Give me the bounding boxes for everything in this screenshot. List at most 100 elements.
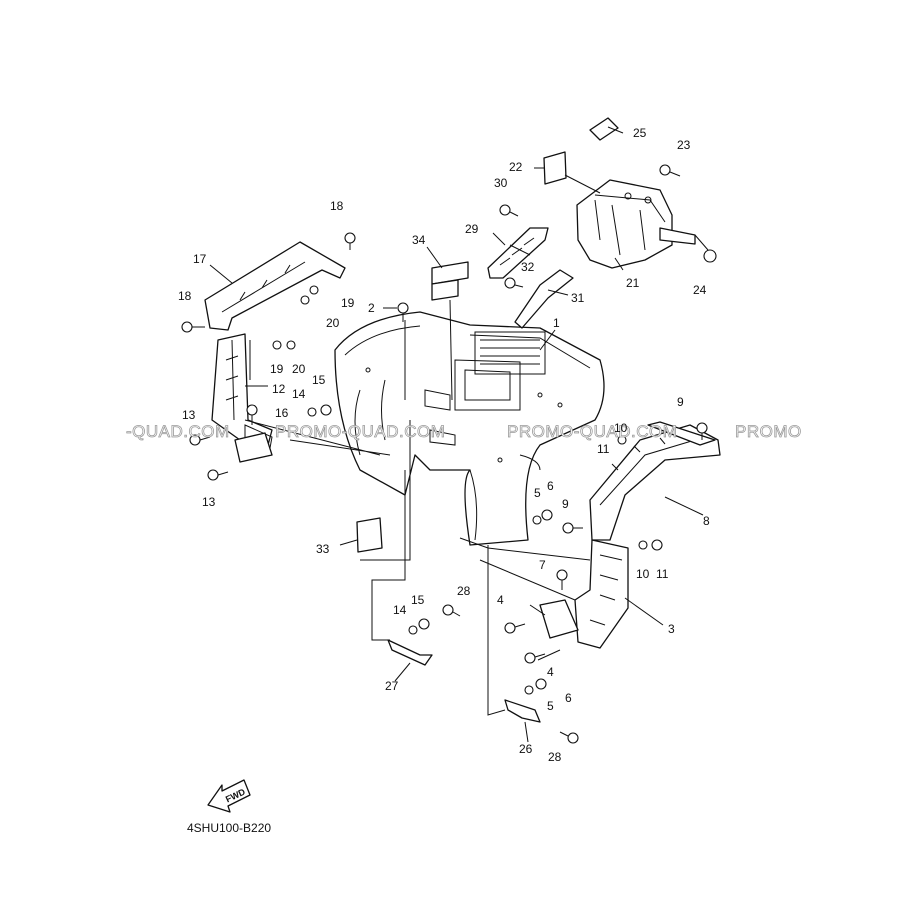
callout-25: 25 [633, 126, 647, 140]
callout-29: 29 [465, 222, 479, 236]
nut-6-b [535, 678, 547, 690]
callout-20b: 20 [292, 362, 306, 376]
callout-32: 32 [521, 260, 535, 274]
callout-8: 8 [703, 514, 710, 528]
bolt-13-a [189, 434, 211, 446]
callout-15a: 15 [312, 373, 326, 387]
bolt-23 [659, 164, 681, 177]
watermark-2: PROMO-QUAD.COM [275, 422, 445, 441]
callout-4a: 4 [497, 593, 504, 607]
bolt-28-b [559, 731, 579, 744]
assembly-lines [244, 174, 709, 716]
callout-numbers: 1 2 3 4 4 5 5 6 6 7 8 9 9 10 10 11 11 12… [178, 126, 710, 764]
callout-11a: 11 [597, 442, 610, 456]
callout-34: 34 [412, 233, 426, 247]
callout-2: 2 [368, 301, 375, 315]
nut-20 [286, 340, 296, 350]
callout-3: 3 [668, 622, 675, 636]
callout-14a: 14 [292, 387, 306, 401]
callout-13a: 13 [182, 408, 196, 422]
washer-14 [408, 625, 418, 635]
bolt-4-a [504, 622, 526, 634]
callout-31: 31 [571, 291, 585, 305]
callout-14b: 14 [393, 603, 407, 617]
rear-fender-part-1 [334, 311, 605, 546]
callout-7: 7 [539, 558, 546, 572]
bracket-part-29 [487, 227, 549, 279]
washer-10 [638, 540, 648, 550]
callout-28a: 28 [457, 584, 471, 598]
callout-23: 23 [677, 138, 691, 152]
nut-11 [651, 539, 663, 551]
callout-4b: 4 [547, 665, 554, 679]
label-part-33 [356, 517, 383, 553]
bolt-2 [397, 302, 409, 322]
bolt-30 [499, 204, 519, 217]
bolt-18-left [181, 321, 205, 333]
nut-11-top [617, 435, 627, 445]
watermark-1: -QUAD.COM [126, 422, 230, 441]
washer-5 [532, 515, 542, 525]
left-mud-flap-part-17 [204, 241, 346, 331]
callout-leaders [209, 126, 704, 743]
nut-15-top [320, 404, 332, 416]
bracket-part-27 [387, 639, 433, 666]
bolt-9-b [562, 522, 583, 534]
left-bracket [234, 432, 273, 463]
callout-5b: 5 [547, 699, 554, 713]
callout-11b: 11 [656, 567, 669, 581]
callout-17: 17 [193, 252, 207, 266]
watermark: -QUAD.COM PROMO-QUAD.COM PROMO-QUAD.COM … [126, 422, 802, 442]
bracket-part-26 [504, 699, 541, 723]
callout-26: 26 [519, 742, 533, 756]
bracket-part-31 [514, 269, 574, 329]
callout-9b: 9 [562, 497, 569, 511]
bolt-4-b [524, 652, 546, 664]
nut-20-top [300, 295, 310, 305]
nut-15 [418, 618, 430, 630]
label-part-34 [431, 261, 469, 301]
right-bracket [539, 599, 579, 639]
watermark-4: PROMO [735, 422, 802, 441]
callout-1: 1 [553, 316, 560, 330]
right-side-panel-part-3 [574, 539, 629, 649]
callout-21: 21 [626, 276, 640, 290]
callout-9a: 9 [677, 395, 684, 409]
bolt-16 [246, 404, 258, 425]
bolt-32 [504, 277, 524, 289]
bolt-7 [556, 569, 568, 590]
fasteners [181, 164, 717, 744]
callout-22: 22 [509, 160, 523, 174]
nut-24 [703, 249, 717, 263]
rubber-cap-part-25 [589, 117, 619, 141]
callout-18a: 18 [330, 199, 344, 213]
label-part-22 [543, 151, 567, 185]
clip-19-top [309, 285, 319, 295]
nut-6 [541, 509, 553, 521]
callout-15b: 15 [411, 593, 425, 607]
callout-13b: 13 [202, 495, 216, 509]
callout-24: 24 [693, 283, 707, 297]
washer-5-b [524, 685, 534, 695]
callout-5a: 5 [534, 486, 541, 500]
callout-27: 27 [385, 679, 399, 693]
watermark-3: PROMO-QUAD.COM [507, 422, 677, 441]
callout-20a: 20 [326, 316, 340, 330]
callout-19b: 19 [270, 362, 284, 376]
washer-14-top [307, 407, 317, 417]
callout-28b: 28 [548, 750, 562, 764]
callout-16: 16 [275, 406, 289, 420]
bolt-13-b [207, 469, 229, 481]
callout-6a: 6 [547, 479, 554, 493]
tool-box-part-21 [576, 179, 696, 269]
bolt-28-a [442, 604, 461, 617]
washer-19 [272, 340, 282, 350]
callout-12: 12 [272, 382, 286, 396]
callout-30: 30 [494, 176, 508, 190]
right-mud-flap-part-8 [589, 421, 721, 541]
diagram-code: 4SHU100-B220 [187, 821, 271, 835]
bolt-18-top [344, 232, 356, 250]
bolt-9-a [696, 422, 708, 440]
callout-33: 33 [316, 542, 330, 556]
